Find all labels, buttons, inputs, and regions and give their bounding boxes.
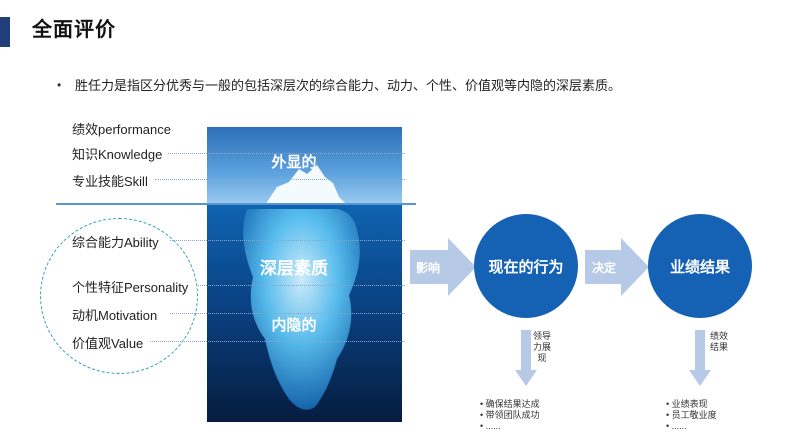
iceberg-middle-label: 深层素质: [260, 259, 328, 278]
label-skill: 专业技能Skill: [72, 174, 148, 189]
bullet-marker: •: [57, 78, 62, 92]
performance-result-down-label: 绩效结果: [709, 331, 728, 352]
dotted-line-motivation: [170, 313, 405, 314]
intro-text: 胜任力是指区分优秀与一般的包括深层次的综合能力、动力、个性、价值观等内隐的深层素…: [75, 78, 622, 93]
current-behavior-label: 现在的行为: [488, 258, 564, 276]
dotted-line-value: [150, 341, 405, 342]
list-item: • 确保结果达成: [480, 399, 540, 409]
title-accent-bar: [0, 17, 10, 47]
performance-result-label: 业绩结果: [669, 258, 730, 276]
label-knowledge: 知识Knowledge: [72, 147, 163, 162]
down-arrow-leadership: [515, 330, 537, 386]
list-item: • 员工敬业度: [666, 410, 717, 420]
page-title: 全面评价: [32, 19, 116, 41]
iceberg-underwater: [243, 209, 360, 410]
dotted-line-skill: [155, 179, 405, 180]
down-arrow-performance: [689, 330, 711, 386]
list-item: • ......: [480, 421, 501, 431]
leadership-label: 领导力展现: [532, 331, 551, 363]
label-performance: 绩效performance: [72, 122, 171, 137]
arrow-determine-label: 决定: [592, 261, 617, 275]
iceberg-tip: [265, 165, 347, 205]
current-behavior-circle: 现在的行为: [474, 214, 578, 318]
dotted-line-ability: [170, 240, 405, 241]
list-item: • 带领团队成功: [480, 410, 540, 420]
leadership-list: • 确保结果达成 • 带领团队成功 • ......: [480, 399, 540, 432]
performance-list: • 业绩表现 • 员工敬业度 • ......: [666, 399, 717, 432]
label-motivation: 动机Motivation: [72, 308, 158, 323]
dashed-circle: [40, 218, 198, 374]
arrow-determine-shape: [585, 238, 649, 296]
list-item: • 业绩表现: [666, 399, 708, 409]
list-item: • ......: [666, 421, 687, 431]
label-personality: 个性特征Personality: [72, 280, 189, 295]
iceberg-top-label: 外显的: [271, 154, 317, 171]
label-value: 价值观Value: [72, 336, 144, 351]
arrow-influence-label: 影响: [416, 261, 441, 275]
iceberg-bottom-label: 内隐的: [271, 317, 317, 334]
label-ability: 综合能力Ability: [72, 235, 159, 250]
dotted-line-knowledge: [168, 153, 405, 154]
arrow-influence-shape: [410, 238, 476, 296]
performance-result-circle: 业绩结果: [648, 214, 752, 318]
water-line: [56, 203, 416, 205]
dotted-line-personality: [196, 285, 405, 286]
